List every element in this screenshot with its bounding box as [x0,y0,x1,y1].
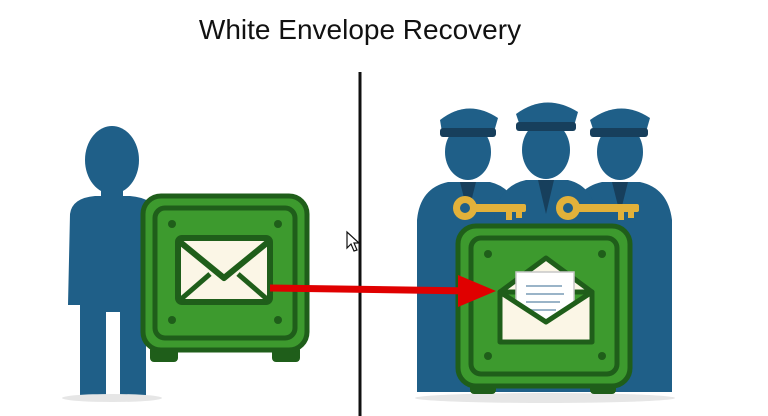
envelope-icon [178,238,270,302]
left-person-shadow [62,394,162,402]
guards-shadow [415,393,675,403]
mouse-cursor-icon [347,232,359,251]
